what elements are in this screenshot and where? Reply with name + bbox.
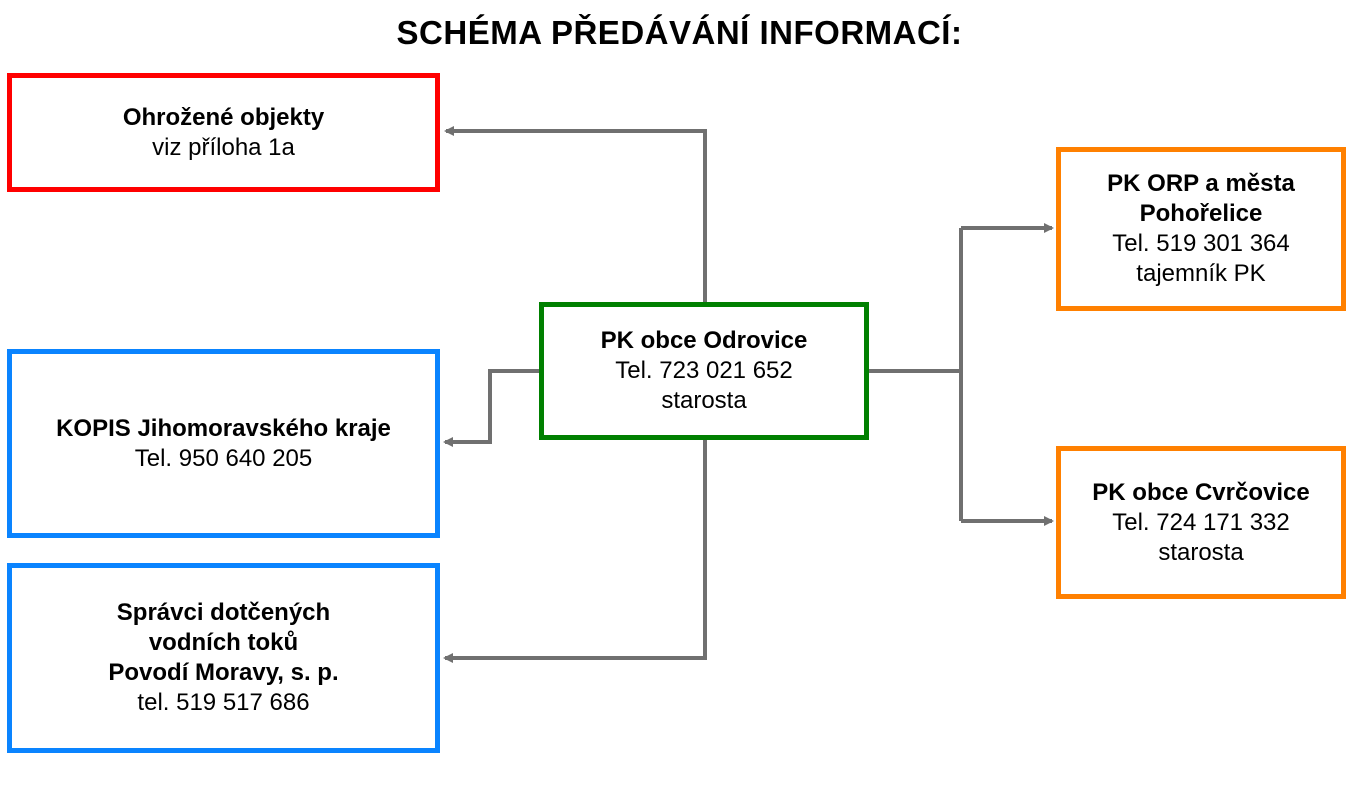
cvrcovice-title: PK obce Cvrčovice <box>1092 478 1310 506</box>
cvrcovice-phone: Tel. 724 171 332 <box>1112 508 1290 536</box>
arrow-to-water <box>443 438 707 663</box>
kopis-phone: Tel. 950 640 205 <box>134 444 313 472</box>
water-organization: Povodí Moravy, s. p. <box>108 659 339 686</box>
center-role: starosta <box>661 387 747 414</box>
kopis-title: KOPIS Jihomoravského kraje <box>56 414 391 442</box>
endangered-reference: viz příloha 1a <box>152 133 295 161</box>
endangered-objects-box: Ohrožené objekty viz příloha 1a <box>7 73 440 192</box>
orp-title-line2: Pohořelice <box>1139 200 1263 227</box>
kopis-box: KOPIS Jihomoravského kraje Tel. 950 640 … <box>7 349 440 538</box>
water-title-line1: Správci dotčených <box>116 599 331 626</box>
water-managers-box: Správci dotčených vodních toků Povodí Mo… <box>7 563 440 753</box>
diagram-title: SCHÉMA PŘEDÁVÁNÍ INFORMACÍ: <box>396 14 963 51</box>
water-phone: tel. 519 517 686 <box>137 689 310 716</box>
water-title-line2: vodních toků <box>148 629 299 656</box>
arrow-to-endangered <box>444 126 707 305</box>
center-title: PK obce Odrovice <box>600 327 808 354</box>
cvrcovice-role: starosta <box>1158 538 1244 566</box>
orp-role: tajemník PK <box>1136 260 1266 287</box>
arrow-to-kopis <box>443 369 541 447</box>
center-phone: Tel. 723 021 652 <box>615 357 793 384</box>
center-box: PK obce Odrovice Tel. 723 021 652 staros… <box>539 302 869 440</box>
orp-title-line1: PK ORP a města <box>1107 170 1295 197</box>
cvrcovice-box: PK obce Cvrčovice Tel. 724 171 332 staro… <box>1056 446 1346 599</box>
orp-phone: Tel. 519 301 364 <box>1112 230 1290 257</box>
orp-box: PK ORP a města Pohořelice Tel. 519 301 3… <box>1056 147 1346 311</box>
endangered-title: Ohrožené objekty <box>122 103 325 131</box>
